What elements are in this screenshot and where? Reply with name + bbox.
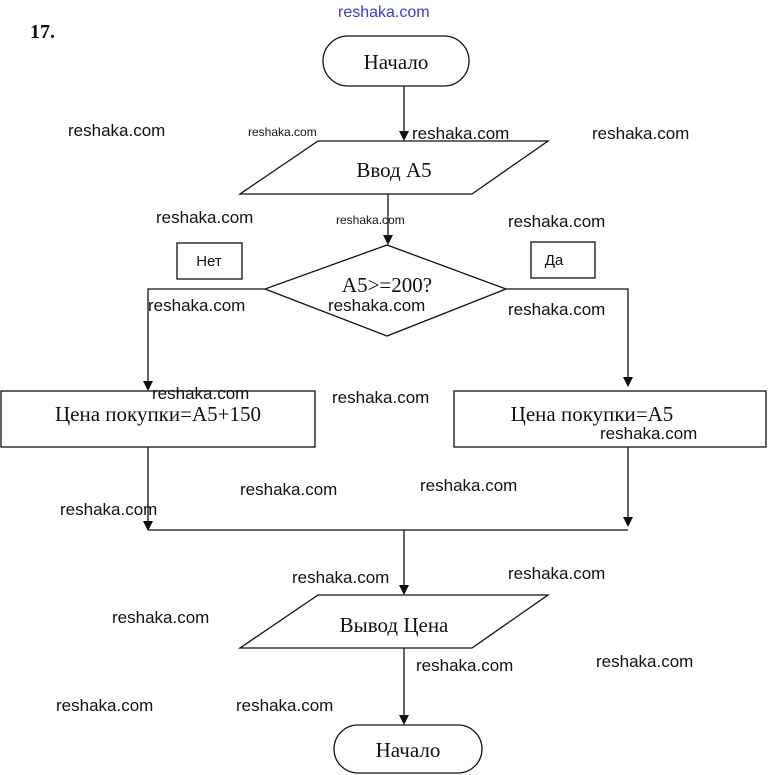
watermark: reshaka.com bbox=[60, 500, 157, 519]
arrowhead-icon bbox=[143, 381, 153, 391]
watermark: reshaka.com bbox=[336, 213, 405, 227]
output-block: Вывод Цена bbox=[237, 594, 551, 649]
input-shape bbox=[237, 140, 551, 195]
end-terminal: Начало bbox=[333, 724, 483, 774]
process-yes-shape bbox=[453, 390, 767, 448]
watermark-layer: reshaka.com reshaka.com reshaka.com resh… bbox=[56, 121, 697, 715]
output-label: Вывод Цена bbox=[340, 613, 449, 637]
decision-block: A5>=200? bbox=[263, 244, 508, 337]
start-shape bbox=[322, 35, 470, 87]
end-shape bbox=[333, 724, 483, 774]
watermark: reshaka.com bbox=[508, 212, 605, 231]
arrowhead-icon bbox=[623, 377, 633, 387]
no-branch-label: Нет bbox=[176, 242, 243, 280]
watermark: reshaka.com bbox=[412, 124, 509, 143]
connector-yes-branch bbox=[506, 288, 629, 378]
header-watermark: reshaka.com bbox=[338, 4, 430, 21]
arrowhead-icon bbox=[143, 521, 153, 531]
arrowhead-icon bbox=[399, 585, 409, 595]
watermark: reshaka.com bbox=[236, 696, 333, 715]
watermark: reshaka.com bbox=[68, 121, 165, 140]
arrowhead-icon bbox=[399, 131, 409, 141]
no-label-box bbox=[176, 242, 243, 280]
decision-shape bbox=[263, 244, 508, 337]
task-number: 17. bbox=[30, 21, 55, 43]
yes-label-text: Да bbox=[545, 252, 564, 269]
decision-label: A5>=200? bbox=[342, 273, 432, 297]
yes-label-box bbox=[530, 241, 596, 279]
watermark: reshaka.com bbox=[332, 388, 429, 407]
watermark: reshaka.com bbox=[240, 480, 337, 499]
watermark: reshaka.com bbox=[416, 656, 513, 675]
end-label: Начало bbox=[376, 738, 441, 762]
output-shape bbox=[237, 594, 551, 649]
process-no-shape bbox=[0, 390, 316, 448]
watermark: reshaka.com bbox=[156, 208, 253, 227]
watermark: reshaka.com bbox=[248, 125, 317, 139]
process-no-block: Цена покупки=A5+150 bbox=[0, 390, 316, 448]
watermark: reshaka.com bbox=[56, 696, 153, 715]
watermark: reshaka.com bbox=[148, 296, 245, 315]
watermark: reshaka.com bbox=[596, 652, 693, 671]
no-label-text: Нет bbox=[196, 253, 222, 270]
start-terminal: Начало bbox=[322, 35, 470, 87]
connector-no-branch bbox=[147, 288, 265, 382]
watermark: reshaka.com bbox=[420, 476, 517, 495]
watermark: reshaka.com bbox=[592, 124, 689, 143]
process-yes-label: Цена покупки=A5 bbox=[511, 402, 674, 426]
watermark: reshaka.com bbox=[112, 608, 209, 627]
arrowhead-icon bbox=[623, 517, 633, 527]
input-label: Ввод A5 bbox=[356, 158, 431, 182]
watermark: reshaka.com bbox=[292, 568, 389, 587]
start-label: Начало bbox=[364, 50, 429, 74]
watermark: reshaka.com bbox=[508, 564, 605, 583]
arrowhead-icon bbox=[383, 235, 393, 245]
arrowhead-icon bbox=[399, 715, 409, 725]
process-no-label: Цена покупки=A5+150 bbox=[55, 402, 261, 426]
watermark: reshaka.com bbox=[600, 424, 697, 443]
watermark: reshaka.com bbox=[328, 296, 425, 315]
yes-branch-label: Да bbox=[530, 241, 596, 279]
process-yes-block: Цена покупки=A5 bbox=[453, 390, 767, 448]
watermark: reshaka.com bbox=[508, 300, 605, 319]
input-block: Ввод A5 bbox=[237, 140, 551, 195]
watermark: reshaka.com bbox=[152, 384, 249, 403]
